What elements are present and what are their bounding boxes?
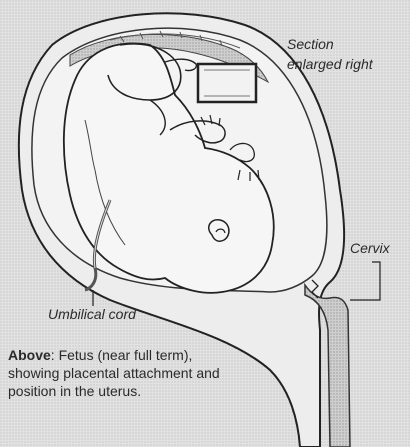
cervix-label: Cervix bbox=[350, 240, 390, 256]
caption-bold: Above bbox=[8, 347, 51, 363]
section-label-line2: enlarged right bbox=[287, 56, 373, 72]
umbilical-cord-label: Umbilical cord bbox=[48, 306, 136, 322]
section-label-line1: Section bbox=[287, 36, 334, 52]
figure-caption: Above: Fetus (near full term), showing p… bbox=[8, 346, 228, 400]
